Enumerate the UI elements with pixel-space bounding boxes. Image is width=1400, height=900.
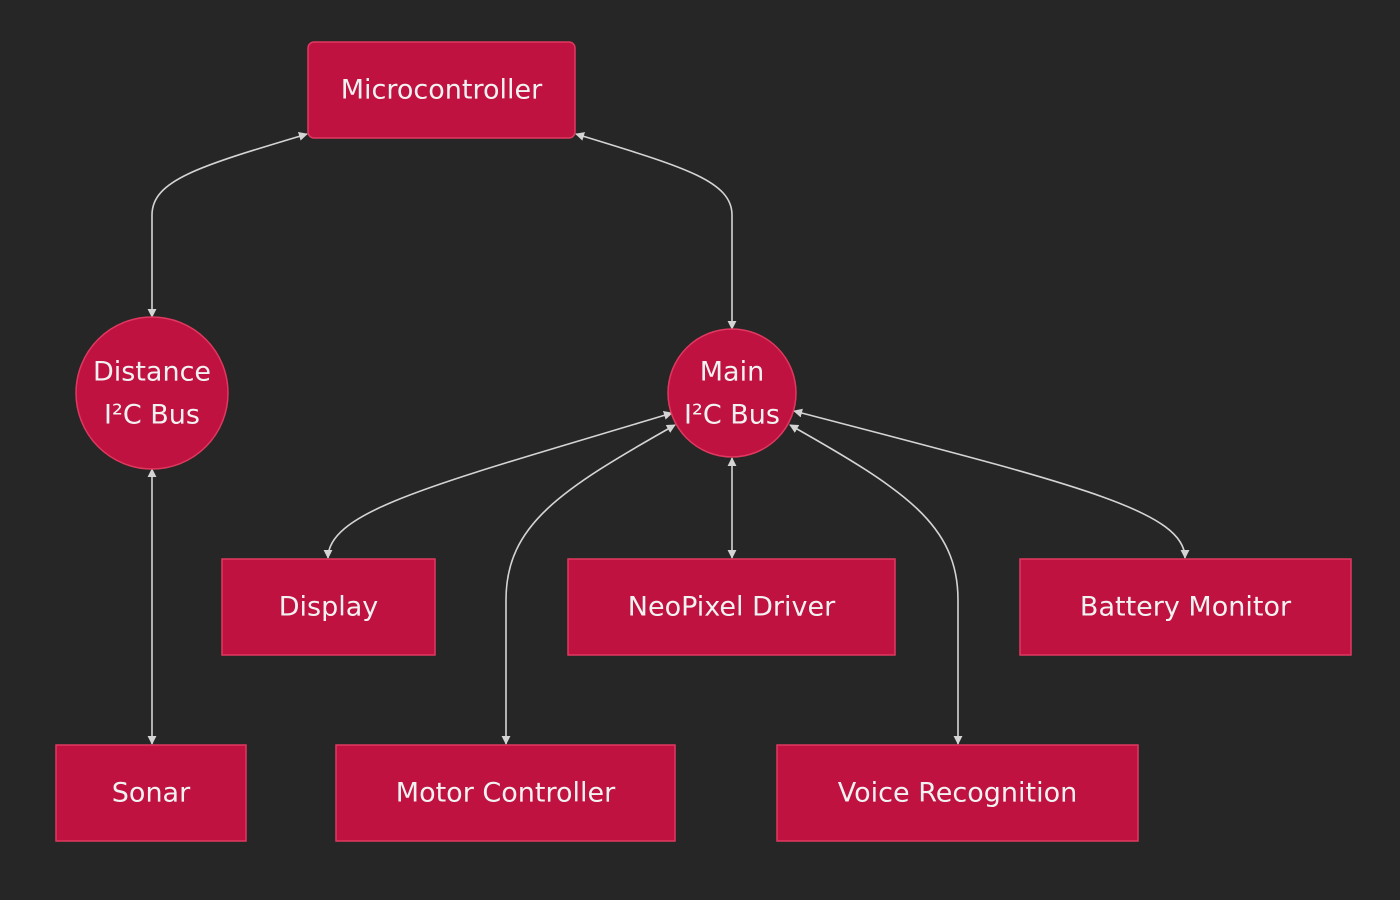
node-neopixel-driver-label: NeoPixel Driver <box>628 592 836 623</box>
node-display-label: Display <box>279 592 379 623</box>
node-motor-controller: Motor Controller <box>335 744 676 842</box>
node-microcontroller-box <box>307 41 576 139</box>
edge-main-bus-motor-controller <box>501 424 676 745</box>
node-battery-monitor: Battery Monitor <box>1019 558 1352 656</box>
nodes-layer: Microcontroller Distance I²C Bus Main I²… <box>55 41 1352 842</box>
edge-main-bus-battery-monitor <box>793 408 1190 559</box>
node-voice-recognition: Voice Recognition <box>776 744 1139 842</box>
node-main-bus: Main I²C Bus <box>667 328 797 458</box>
node-neopixel-driver-box <box>567 558 896 656</box>
edge-main-bus-display <box>323 411 673 559</box>
node-display: Display <box>221 558 436 656</box>
node-voice-recognition-box <box>776 744 1139 842</box>
node-voice-recognition-label: Voice Recognition <box>838 778 1077 809</box>
node-microcontroller: Microcontroller <box>307 41 576 139</box>
node-main-bus-label-line1: Main <box>700 357 764 388</box>
edges-layer <box>147 132 1190 745</box>
node-main-bus-circle <box>667 328 797 458</box>
node-distance-bus-circle <box>75 316 229 470</box>
node-sonar: Sonar <box>55 744 247 842</box>
node-distance-bus-label-line1: Distance <box>93 357 211 388</box>
node-battery-monitor-label: Battery Monitor <box>1080 592 1292 623</box>
node-motor-controller-box <box>335 744 676 842</box>
node-motor-controller-label: Motor Controller <box>396 778 616 809</box>
node-battery-monitor-box <box>1019 558 1352 656</box>
node-distance-bus-label-line2: I²C Bus <box>104 400 200 431</box>
node-main-bus-label-line2: I²C Bus <box>684 400 780 431</box>
edge-microcontroller-distance-bus <box>147 132 308 318</box>
node-neopixel-driver: NeoPixel Driver <box>567 558 896 656</box>
node-microcontroller-label: Microcontroller <box>341 75 543 106</box>
node-sonar-label: Sonar <box>112 778 191 809</box>
node-distance-bus: Distance I²C Bus <box>75 316 229 470</box>
edge-microcontroller-main-bus <box>575 132 737 330</box>
node-sonar-box <box>55 744 247 842</box>
node-display-box <box>221 558 436 656</box>
